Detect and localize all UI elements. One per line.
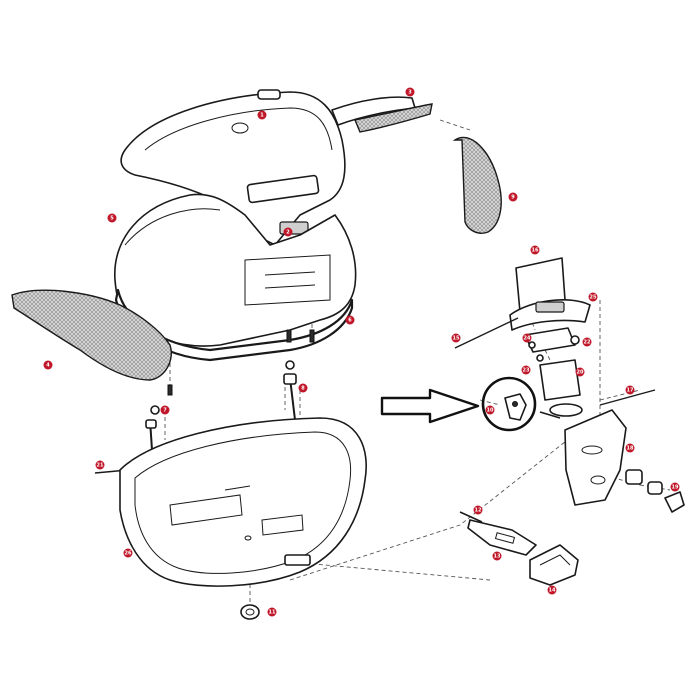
callout-dot	[451, 333, 461, 343]
callout-8: 8	[298, 383, 308, 393]
callout-number: 17	[627, 387, 634, 393]
callout-number: 25	[590, 294, 597, 300]
callout-dot	[485, 405, 495, 415]
callout-dot	[298, 383, 308, 393]
callout-9: 9	[508, 192, 518, 202]
callout-dot	[405, 87, 415, 97]
drain-washer	[240, 604, 260, 620]
lock-assembly	[454, 257, 685, 513]
callout-19: 19	[670, 482, 680, 492]
callout-dot	[267, 607, 277, 617]
callout-dot	[625, 385, 635, 395]
highlight-ring	[481, 376, 537, 432]
callout-dot	[123, 548, 133, 558]
callout-24: 24	[522, 333, 532, 343]
callout-dot	[547, 585, 557, 595]
callout-number: 9	[511, 194, 515, 200]
callout-3: 3	[405, 87, 415, 97]
callout-number: 7	[163, 407, 167, 413]
callout-1: 1	[257, 110, 267, 120]
callout-number: 8	[301, 385, 305, 391]
rear-trim-strip	[331, 96, 433, 133]
callout-number: 13	[494, 553, 501, 559]
callout-number: 1	[260, 112, 264, 118]
highlighted-lock-cam	[481, 376, 537, 432]
callout-18: 18	[625, 443, 635, 453]
callout-dot	[107, 213, 117, 223]
callout-dot	[345, 315, 355, 325]
callout-11: 11	[267, 607, 277, 617]
callout-23: 23	[521, 365, 531, 375]
callout-dot	[473, 505, 483, 515]
callout-dot	[522, 333, 532, 343]
callout-number: 20	[577, 369, 584, 375]
callout-20: 20	[575, 367, 585, 377]
callout-badges: 1234567891011121314151617181920212223242…	[43, 87, 680, 617]
top-lid-cover	[120, 89, 346, 246]
callout-dot	[575, 367, 585, 377]
callout-10: 10	[485, 405, 495, 415]
callout-number: 15	[453, 335, 460, 341]
callout-number: 22	[584, 339, 591, 345]
callout-dot	[283, 227, 293, 237]
callout-dot	[588, 292, 598, 302]
callout-21: 21	[95, 460, 105, 470]
callout-dot	[530, 245, 540, 255]
callout-dot	[521, 365, 531, 375]
callout-number: 26	[125, 550, 132, 556]
callout-17: 17	[625, 385, 635, 395]
callout-5: 5	[107, 213, 117, 223]
latch-block	[529, 544, 579, 586]
callout-number: 24	[524, 335, 531, 341]
callout-number: 12	[475, 507, 482, 513]
callout-dot	[257, 110, 267, 120]
callout-number: 18	[627, 445, 634, 451]
callout-dot	[508, 192, 518, 202]
callout-number: 11	[269, 609, 276, 615]
callout-4: 4	[43, 360, 53, 370]
callout-dot	[492, 551, 502, 561]
callout-number: 3	[408, 89, 412, 95]
right-reflector	[452, 136, 502, 234]
base-shell	[119, 417, 367, 587]
callout-12: 12	[473, 505, 483, 515]
callout-dot	[43, 360, 53, 370]
callout-dot	[625, 443, 635, 453]
callout-7: 7	[160, 405, 170, 415]
callout-number: 21	[97, 462, 104, 468]
callout-14: 14	[547, 585, 557, 595]
callout-26: 26	[123, 548, 133, 558]
callout-number: 5	[110, 215, 114, 221]
callout-dot	[670, 482, 680, 492]
callout-16: 16	[530, 245, 540, 255]
highlight-arrow	[380, 388, 480, 424]
callout-number: 19	[672, 484, 679, 490]
left-reflector	[11, 289, 172, 381]
callout-number: 4	[46, 362, 50, 368]
callout-dot	[582, 337, 592, 347]
callout-number: 14	[549, 587, 556, 593]
callout-dot	[160, 405, 170, 415]
callout-number: 23	[523, 367, 530, 373]
callout-number: 2	[286, 229, 290, 235]
callout-13: 13	[492, 551, 502, 561]
callout-number: 6	[348, 317, 352, 323]
callout-25: 25	[588, 292, 598, 302]
callout-number: 10	[487, 407, 494, 413]
lock-plate	[459, 511, 537, 556]
callout-6: 6	[345, 315, 355, 325]
callout-number: 16	[532, 247, 539, 253]
lid-screws	[167, 329, 315, 396]
callout-2: 2	[283, 227, 293, 237]
callout-dot	[95, 460, 105, 470]
callout-22: 22	[582, 337, 592, 347]
callout-15: 15	[451, 333, 461, 343]
